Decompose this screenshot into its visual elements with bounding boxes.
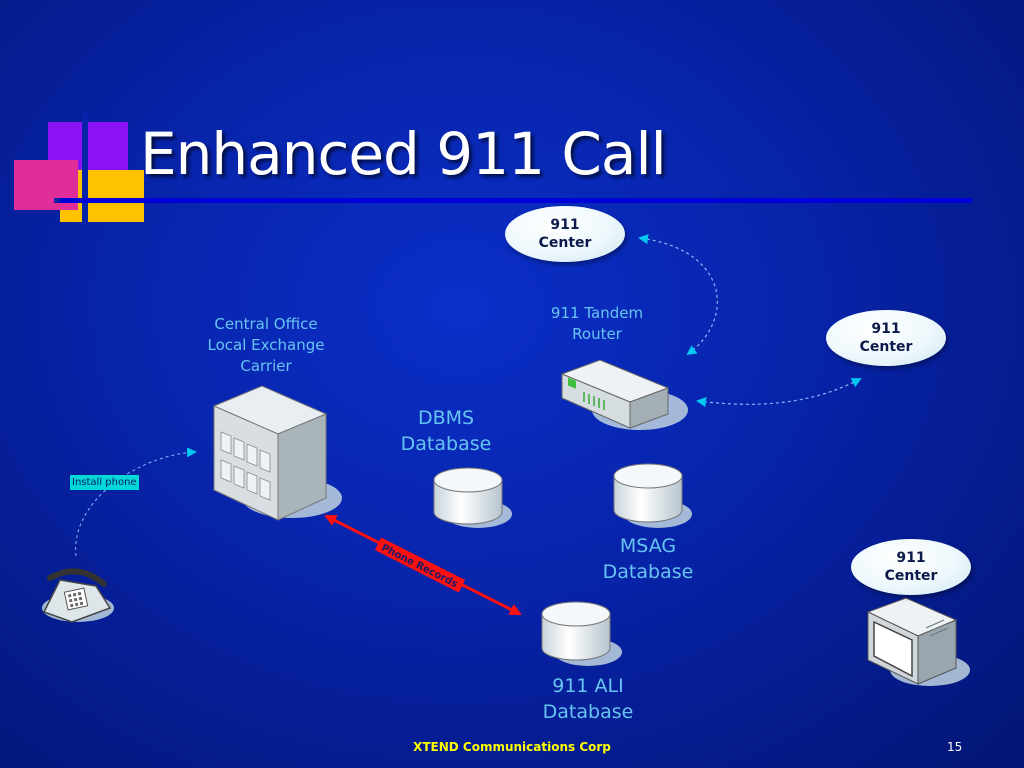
phone-records-label: Phone Records — [374, 537, 466, 593]
ali-database-icon — [541, 601, 622, 666]
center-bottom: 911 Center — [851, 539, 971, 595]
slide-logo — [14, 112, 144, 224]
title-rule — [60, 198, 972, 203]
tandem-router-label: 911 Tandem Router — [550, 304, 644, 343]
page-number: 15 — [947, 740, 963, 754]
phone-icon — [42, 568, 114, 623]
dbms-database-icon — [433, 467, 512, 528]
connector-tandem-center-top — [638, 234, 718, 356]
central-office-label: Central Office Local Exchange Carrier — [207, 315, 325, 375]
building-icon — [212, 385, 342, 521]
router-icon — [560, 359, 688, 430]
center-top-line2: Center — [538, 235, 592, 251]
ali-label: 911 ALI Database — [542, 675, 634, 723]
msag-database-icon — [613, 463, 692, 528]
center-right: 911 Center — [826, 310, 946, 366]
monitor-icon — [866, 597, 970, 686]
connector-tandem-center-right — [696, 378, 862, 407]
center-top-line1: 911 — [550, 217, 580, 233]
dbms-label: DBMS Database — [400, 407, 492, 455]
center-right-line1: 911 — [871, 321, 901, 337]
slide-title: Enhanced 911 Call — [140, 120, 667, 188]
connector-install-phone — [75, 447, 197, 557]
msag-label: MSAG Database — [602, 535, 694, 583]
center-bottom-line2: Center — [884, 568, 938, 584]
center-right-line2: Center — [859, 339, 913, 355]
install-phone-label: Install phone — [70, 475, 139, 490]
center-top: 911 Center — [505, 206, 625, 262]
center-bottom-line1: 911 — [896, 550, 926, 566]
footer-company: XTEND Communications Corp — [413, 740, 611, 754]
svg-text:Phone Records: Phone Records — [379, 542, 459, 590]
